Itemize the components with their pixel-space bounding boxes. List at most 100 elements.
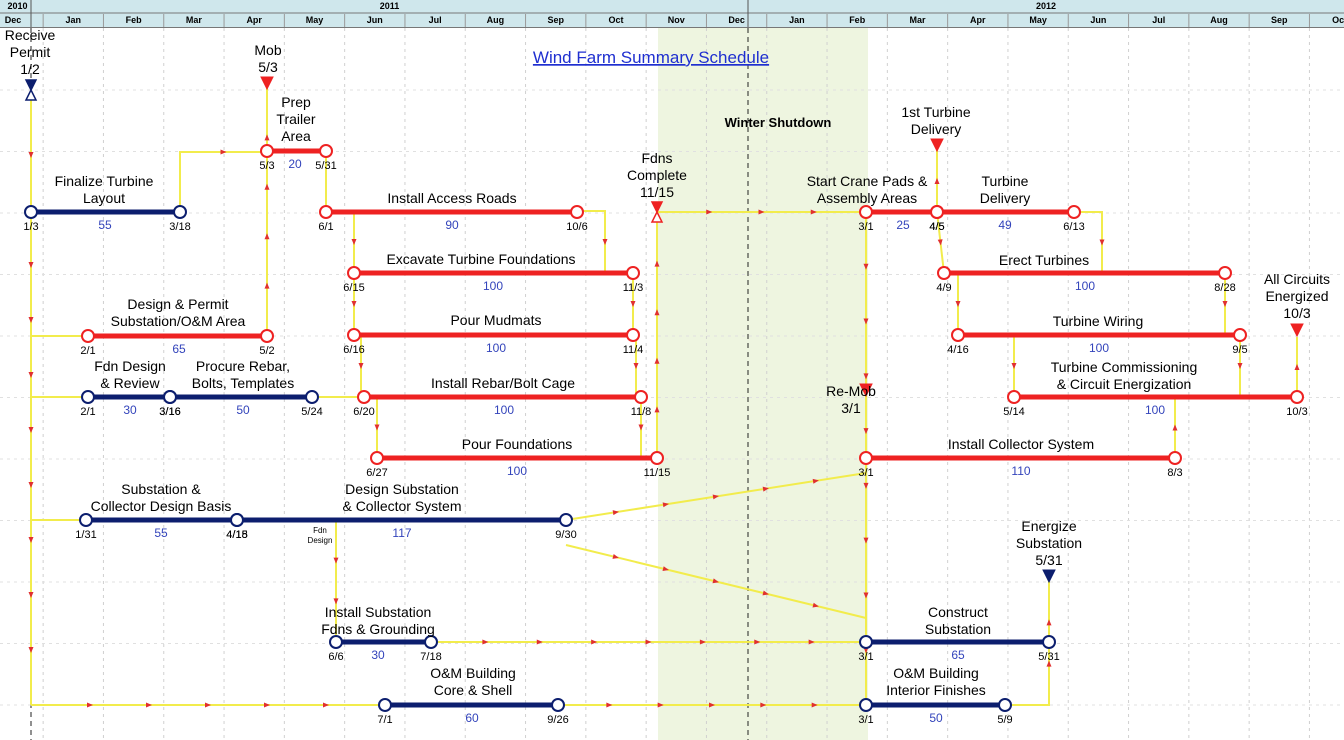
start-date: 6/16 bbox=[343, 344, 364, 356]
start-date: 2/1 bbox=[80, 345, 95, 357]
end-date: 5/31 bbox=[315, 160, 336, 172]
task-label: Substation bbox=[925, 621, 991, 637]
shutdown-label: Winter Shutdown bbox=[725, 115, 832, 130]
link-arrow bbox=[264, 282, 270, 289]
link-arrow bbox=[1237, 363, 1243, 369]
task-bar-subfdns bbox=[329, 635, 438, 649]
bar-node bbox=[570, 205, 584, 219]
start-date: 6/6 bbox=[328, 651, 343, 663]
link-arrow bbox=[811, 702, 818, 708]
logic-link bbox=[179, 151, 267, 211]
link-arrow bbox=[358, 363, 364, 369]
month-label: Aug bbox=[1210, 15, 1228, 25]
task-bar-roads bbox=[319, 205, 584, 219]
link-arrow bbox=[146, 702, 152, 708]
end-date: 10/3 bbox=[1286, 406, 1307, 418]
milestone-label: 5/31 bbox=[1035, 552, 1062, 568]
link-arrow bbox=[1011, 363, 1017, 369]
task-label: Substation & bbox=[121, 481, 201, 497]
link-arrow bbox=[657, 702, 664, 708]
link-arrow bbox=[333, 598, 339, 605]
year-label: 2010 bbox=[7, 1, 27, 11]
bar-node bbox=[626, 328, 640, 342]
bar-node bbox=[937, 266, 951, 280]
milestone-label: Receive bbox=[5, 27, 56, 43]
duration-label: 20 bbox=[288, 157, 302, 171]
task-bar-omcore bbox=[378, 698, 565, 712]
duration-label: 100 bbox=[494, 403, 514, 417]
milestone-label: Energize bbox=[1021, 518, 1076, 534]
task-bar-finalize bbox=[24, 205, 187, 219]
link-arrow bbox=[654, 309, 660, 316]
bar-node bbox=[329, 635, 343, 649]
link-arrow bbox=[264, 183, 270, 190]
task-bar-mudmats bbox=[347, 328, 640, 342]
task-label: Design Substation bbox=[345, 481, 459, 497]
milestone-marker bbox=[930, 138, 944, 153]
link-arrow bbox=[863, 592, 869, 599]
milestone-label: Permit bbox=[10, 44, 51, 60]
start-date: 6/15 bbox=[343, 282, 364, 294]
bar-node bbox=[551, 698, 565, 712]
milestone-label: Fdns bbox=[641, 150, 672, 166]
duration-label: 117 bbox=[392, 526, 411, 540]
bar-node bbox=[626, 266, 640, 280]
start-date: 7/1 bbox=[377, 714, 392, 726]
bar-node bbox=[650, 451, 664, 465]
bar-node bbox=[81, 390, 95, 404]
end-date: 5/2 bbox=[259, 345, 274, 357]
task-label: Excavate Turbine Foundations bbox=[386, 251, 575, 267]
milestone-label: 5/3 bbox=[258, 59, 278, 75]
bar-node bbox=[859, 635, 873, 649]
bar-node bbox=[24, 205, 38, 219]
link-arrow bbox=[633, 363, 639, 369]
task-label: Pour Foundations bbox=[462, 436, 573, 452]
task-bar-consub bbox=[859, 635, 1056, 649]
bar-node bbox=[634, 390, 648, 404]
month-label: Sep bbox=[547, 15, 564, 25]
bar-node bbox=[173, 205, 187, 219]
end-date: 8/3 bbox=[1167, 467, 1182, 479]
milestone-marker bbox=[1042, 569, 1056, 584]
duration-label: 50 bbox=[929, 711, 943, 725]
year-label: 2011 bbox=[380, 1, 400, 11]
bar-node bbox=[347, 266, 361, 280]
milestone-label: 10/3 bbox=[1283, 305, 1310, 321]
link-arrow bbox=[863, 537, 869, 544]
link-arrow bbox=[934, 178, 940, 184]
milestone-fill bbox=[652, 202, 662, 212]
bar-node bbox=[859, 205, 873, 219]
link-arrow bbox=[699, 639, 706, 645]
logic-link bbox=[577, 210, 606, 273]
end-date: 11/4 bbox=[623, 344, 644, 356]
duration-label: 100 bbox=[1145, 403, 1165, 417]
link-arrow bbox=[205, 702, 211, 708]
bar-node bbox=[370, 451, 384, 465]
task-label: Substation/O&M Area bbox=[111, 313, 246, 329]
link-arrow bbox=[863, 482, 869, 489]
bar-node bbox=[357, 390, 371, 404]
task-label: Install Collector System bbox=[948, 436, 1094, 452]
end-date: 4/5 bbox=[929, 221, 944, 233]
bar-node bbox=[230, 513, 244, 527]
link-arrow bbox=[28, 482, 34, 488]
duration-label: 50 bbox=[236, 403, 250, 417]
bar-node bbox=[424, 635, 438, 649]
start-date: 6/27 bbox=[366, 467, 387, 479]
link-arrow bbox=[351, 301, 357, 307]
milestone-label: Complete bbox=[627, 167, 687, 183]
link-arrow bbox=[28, 317, 34, 323]
bar-node bbox=[1042, 635, 1056, 649]
start-date: 4/16 bbox=[947, 344, 968, 356]
milestone-label: Substation bbox=[1016, 535, 1082, 551]
month-label: Jul bbox=[1152, 15, 1165, 25]
task-label: Bolts, Templates bbox=[192, 375, 294, 391]
link-arrow bbox=[536, 639, 543, 645]
bar-node bbox=[319, 205, 333, 219]
month-label: Aug bbox=[487, 15, 505, 25]
task-bar-designsub bbox=[230, 513, 573, 527]
milestone-label: 1st Turbine bbox=[901, 104, 970, 120]
bar-node bbox=[951, 328, 965, 342]
bar-node bbox=[998, 698, 1012, 712]
